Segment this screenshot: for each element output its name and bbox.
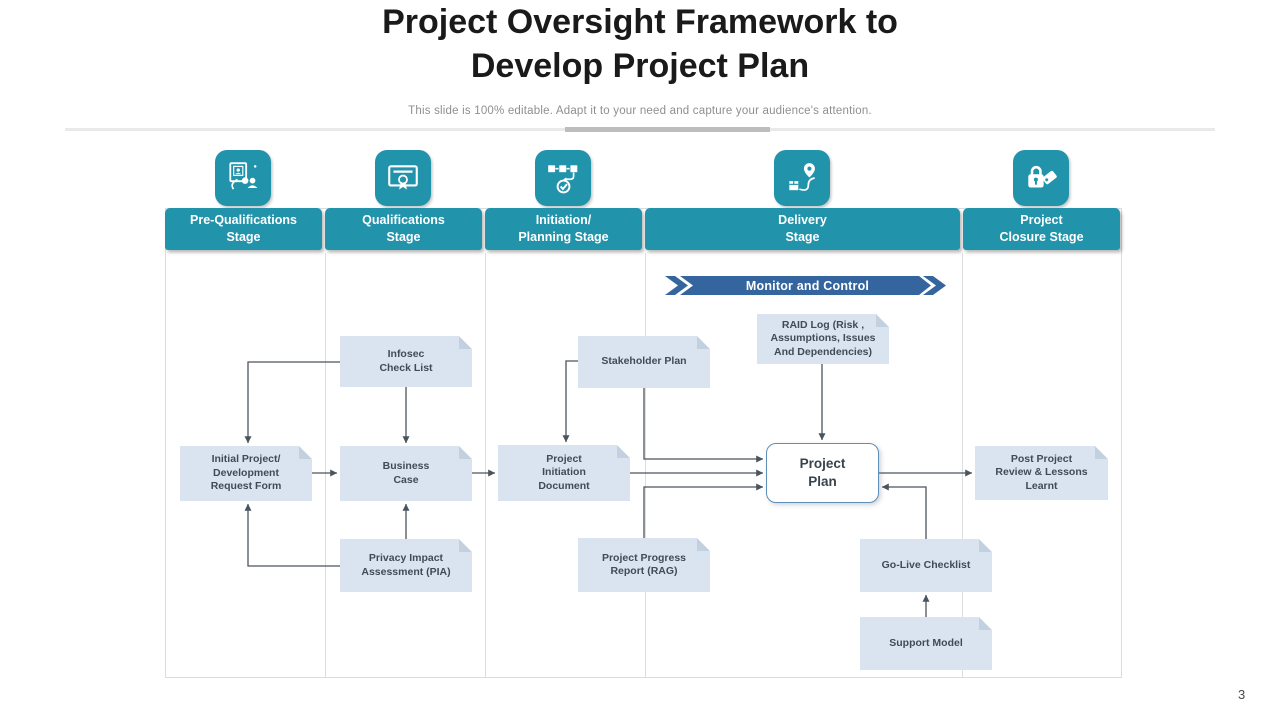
credential-review-icon <box>215 150 271 206</box>
banner-label: Monitor and Control <box>745 278 870 293</box>
stage-header-delivery: Delivery Stage <box>645 208 960 250</box>
lock-tag-icon <box>1013 150 1069 206</box>
node-infosec-checklist: Infosec Check List <box>340 336 472 387</box>
certificate-icon <box>375 150 431 206</box>
node-project-progress-report: Project Progress Report (RAG) <box>578 538 710 592</box>
node-privacy-impact-assessment: Privacy Impact Assessment (PIA) <box>340 539 472 592</box>
node-golive-checklist: Go-Live Checklist <box>860 539 992 592</box>
page-title: Project Oversight Framework to Develop P… <box>0 0 1280 88</box>
page-subtitle: This slide is 100% editable. Adapt it to… <box>408 105 872 117</box>
column-divider <box>962 253 963 677</box>
column-divider <box>485 253 486 677</box>
node-stakeholder-plan: Stakeholder Plan <box>578 336 710 388</box>
stage-header-initiation-planning: Initiation/ Planning Stage <box>485 208 642 250</box>
column-divider <box>325 253 326 677</box>
node-initial-request-form: Initial Project/ Development Request For… <box>180 446 312 501</box>
diagram-frame <box>165 208 1122 678</box>
page-title-line1: Project Oversight Framework to <box>382 3 898 41</box>
workflow-check-icon <box>535 150 591 206</box>
node-business-case: Business Case <box>340 446 472 501</box>
header-divider <box>65 127 1215 132</box>
header-divider-segment <box>565 127 770 132</box>
node-project-plan: Project Plan <box>766 443 879 503</box>
stage-header-pre-qualifications: Pre-Qualifications Stage <box>165 208 322 250</box>
node-raid-log: RAID Log (Risk , Assumptions, Issues And… <box>757 314 889 364</box>
stage-header-project-closure: Project Closure Stage <box>963 208 1120 250</box>
node-support-model: Support Model <box>860 617 992 670</box>
stage-header-qualifications: Qualifications Stage <box>325 208 482 250</box>
monitor-and-control-banner: Monitor and Control <box>665 276 950 295</box>
delivery-route-icon <box>774 150 830 206</box>
node-project-initiation-document: Project Initiation Document <box>498 445 630 501</box>
page-title-line2: Develop Project Plan <box>470 47 810 86</box>
banner-arrow-shape <box>665 276 946 295</box>
page-number: 3 <box>1238 687 1246 702</box>
node-post-project-review: Post Project Review & Lessons Learnt <box>975 446 1108 500</box>
column-divider <box>645 253 646 677</box>
